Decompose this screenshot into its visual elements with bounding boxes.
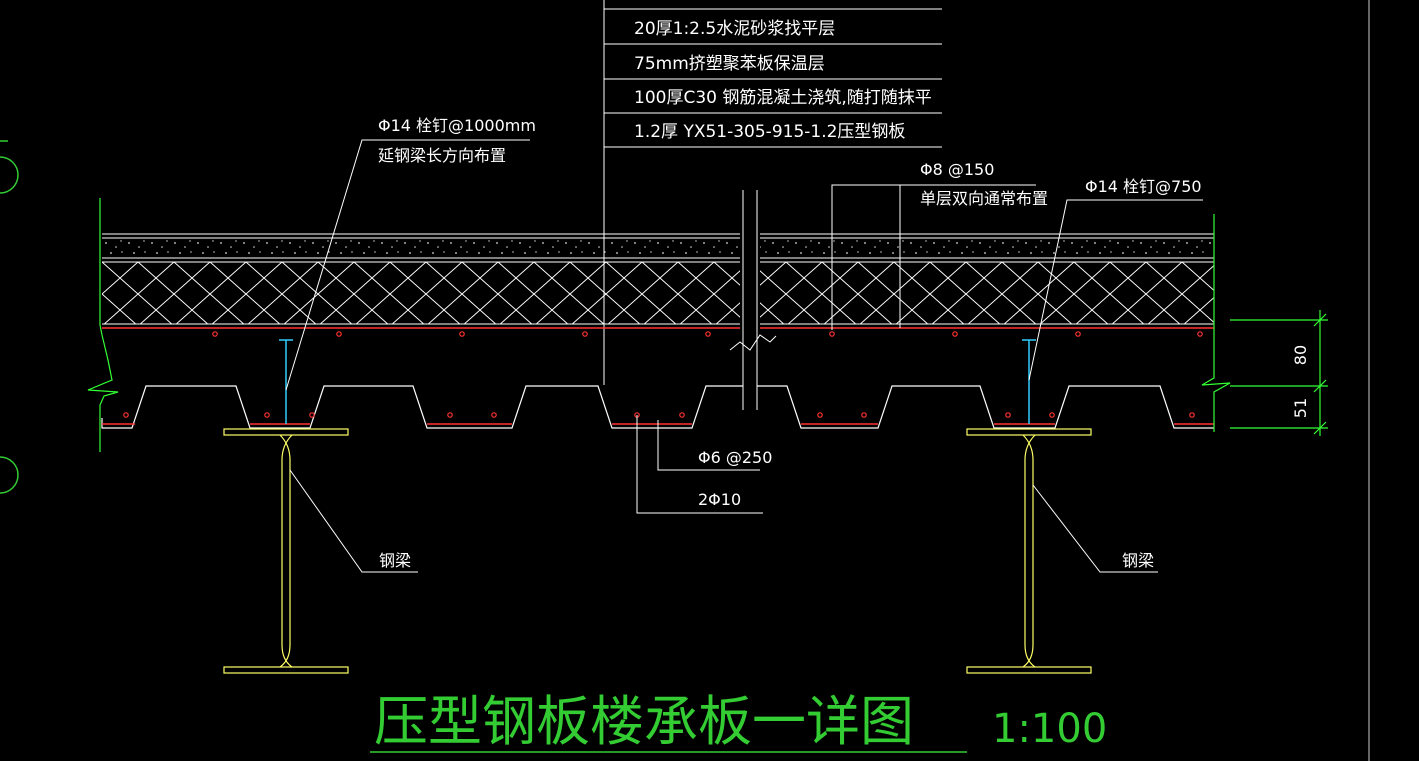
rib-bar-label-1: Φ6 @250 [698, 448, 772, 467]
layer-deck: 1.2厚 YX51-305-915-1.2压型钢板 [634, 122, 905, 142]
rebar-dots [212, 331, 1203, 337]
layer-table: 20厚1:2.5水泥砂浆找平层 75mm挤塑聚苯板保温层 100厚C30 钢筋混… [603, 0, 942, 385]
drawing-title: 压型钢板楼承板一详图 [374, 690, 914, 753]
steel-beam-left [223, 428, 349, 674]
grid-bubble-top [0, 156, 19, 194]
steel-deck-profile [101, 385, 1214, 429]
rib-bar-label-2: 2Φ10 [698, 490, 741, 509]
drawing-scale: 1:100 [992, 706, 1107, 752]
dimension-lines [1230, 310, 1328, 436]
steel-beam-right [966, 428, 1092, 674]
shear-stud-right [1022, 339, 1036, 424]
dimension-51: 51 [1291, 398, 1310, 418]
stud-left-note: 延钢梁长方向布置 [378, 146, 506, 165]
layer-insulation: 75mm挤塑聚苯板保温层 [634, 54, 825, 74]
slab-break-edges [87, 198, 1231, 452]
top-rebar-label: Φ8 @150 [920, 160, 994, 179]
shear-stud-left [279, 339, 293, 424]
stud-left-label: Φ14 栓钉@1000mm [378, 116, 536, 135]
grid-bubble-bottom [0, 456, 19, 494]
leader-lines [285, 139, 1203, 573]
beam-left-label: 钢梁 [379, 551, 411, 570]
slab-section [102, 190, 1214, 410]
layer-concrete: 100厚C30 钢筋混凝土浇筑,随打随抹平 [634, 88, 932, 108]
stud-right-label: Φ14 栓钉@750 [1085, 177, 1202, 196]
layer-leveling: 20厚1:2.5水泥砂浆找平层 [634, 19, 835, 39]
top-rebar-note: 单层双向通常布置 [920, 189, 1048, 208]
beam-right-label: 钢梁 [1122, 551, 1154, 570]
dimension-80: 80 [1291, 345, 1310, 365]
